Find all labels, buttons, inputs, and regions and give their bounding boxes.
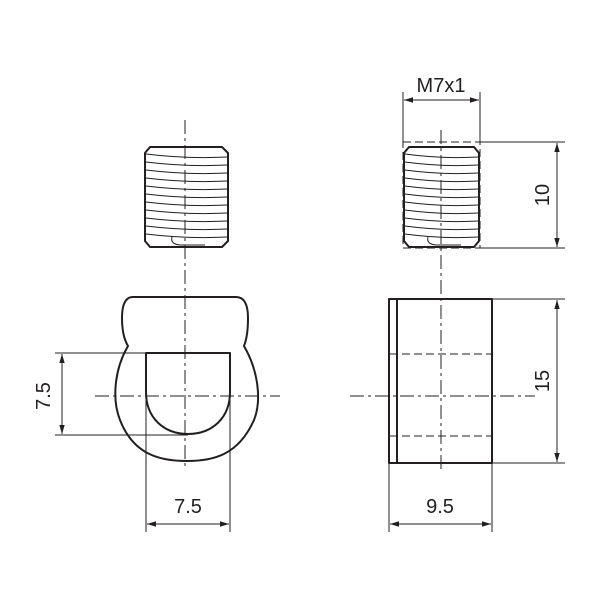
thread-crest bbox=[145, 209, 228, 215]
thread-crest bbox=[145, 185, 228, 191]
dim-body-width: 9.5 bbox=[388, 463, 493, 532]
slot-depth-label: 7.5 bbox=[33, 382, 55, 410]
right-view: M7x1 10 15 9.5 bbox=[350, 75, 565, 532]
dim-thread: M7x1 bbox=[402, 75, 481, 142]
thread-crest bbox=[404, 177, 479, 183]
thread-crest bbox=[145, 169, 228, 175]
left-set-screw bbox=[144, 146, 229, 248]
body-height-label: 15 bbox=[532, 370, 554, 392]
d-slot bbox=[145, 352, 231, 435]
thread-crest bbox=[404, 193, 479, 199]
screw-outline bbox=[144, 146, 229, 248]
dim-body-height: 15 bbox=[492, 298, 565, 464]
thread-crest bbox=[145, 177, 228, 183]
thread-crest bbox=[145, 193, 228, 199]
screw-length-label: 10 bbox=[532, 184, 554, 206]
left-body bbox=[114, 296, 260, 462]
thread-crest bbox=[404, 169, 479, 175]
thread-label: M7x1 bbox=[417, 75, 466, 97]
thread-crest bbox=[145, 201, 228, 207]
thread-crest bbox=[145, 161, 228, 167]
body-width-label: 9.5 bbox=[426, 496, 454, 518]
body-outline bbox=[114, 296, 260, 462]
thread-crest bbox=[145, 153, 228, 159]
right-body bbox=[388, 298, 493, 464]
thread-crest bbox=[404, 153, 479, 159]
dim-slot-width: 7.5 bbox=[145, 392, 231, 532]
screw-end-curl bbox=[171, 236, 205, 246]
thread-crest bbox=[404, 233, 479, 239]
screw-outline bbox=[403, 146, 480, 248]
right-set-screw bbox=[402, 141, 481, 249]
thread-crest bbox=[404, 201, 479, 207]
thread-crest bbox=[145, 217, 228, 223]
thread-crest bbox=[404, 225, 479, 231]
thread-crest bbox=[404, 209, 479, 215]
thread-crest bbox=[145, 233, 228, 239]
thread-crest bbox=[404, 217, 479, 223]
thread-crest bbox=[404, 161, 479, 167]
slot-width-label: 7.5 bbox=[174, 496, 202, 518]
screw-end-curl bbox=[427, 236, 461, 246]
screw-threads bbox=[404, 153, 479, 239]
thread-crest bbox=[145, 225, 228, 231]
left-view: 7.5 7.5 bbox=[33, 120, 280, 532]
dim-screw-length: 10 bbox=[480, 141, 565, 249]
body-outline bbox=[388, 298, 493, 464]
screw-threads bbox=[145, 153, 228, 239]
thread-crest bbox=[404, 185, 479, 191]
dim-slot-depth: 7.5 bbox=[33, 352, 188, 436]
